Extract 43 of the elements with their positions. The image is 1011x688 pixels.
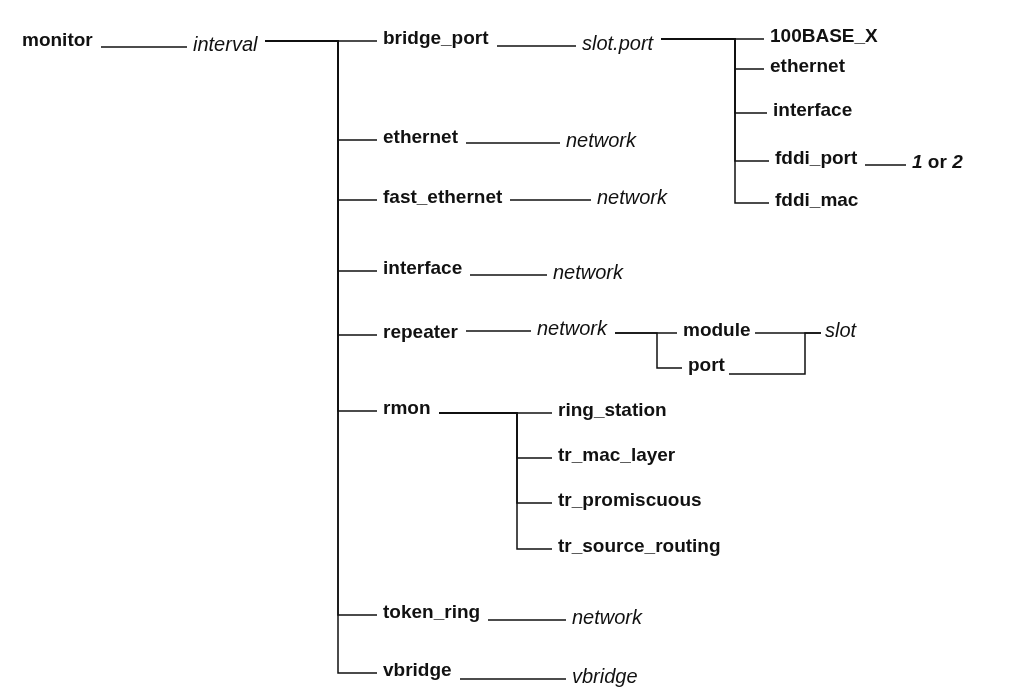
keyword-label: vbridge bbox=[383, 659, 452, 681]
connector-line bbox=[614, 332, 683, 369]
connector-line bbox=[496, 45, 577, 47]
keyword-label: interface bbox=[773, 99, 853, 121]
parameter-label: network bbox=[566, 128, 637, 152]
connector-line bbox=[728, 332, 822, 375]
keyword-label: monitor bbox=[22, 29, 93, 51]
keyword-label: ethernet bbox=[383, 126, 458, 148]
parameter-label: slot bbox=[825, 318, 857, 342]
connector-line bbox=[509, 199, 592, 201]
keyword-label: fddi_mac bbox=[775, 189, 859, 211]
keyword-label: bridge_port bbox=[383, 27, 489, 49]
keyword-label: fast_ethernet bbox=[383, 186, 503, 208]
keyword-label: tr_source_routing bbox=[558, 535, 721, 557]
keyword-label: ethernet bbox=[770, 55, 845, 77]
connector-line bbox=[465, 330, 532, 332]
connector-line bbox=[465, 142, 561, 144]
parameter-label: network bbox=[597, 185, 668, 209]
connector-line bbox=[100, 46, 188, 48]
connector-line bbox=[438, 412, 553, 550]
parameter-label: network bbox=[537, 316, 608, 340]
parameter-label: slot.port bbox=[582, 31, 654, 55]
connector-line bbox=[469, 274, 548, 276]
parameter-label: vbridge bbox=[572, 664, 638, 688]
keyword-label: fddi_port bbox=[775, 147, 858, 169]
keyword-label: token_ring bbox=[383, 601, 481, 623]
parameter-label: network bbox=[572, 605, 643, 629]
keyword-label: interface bbox=[383, 257, 463, 279]
connector-line bbox=[459, 678, 567, 680]
parameter-label: network bbox=[553, 260, 624, 284]
keyword-label: tr_promiscuous bbox=[558, 489, 702, 511]
parameter-label: interval bbox=[193, 32, 258, 56]
keyword-label: tr_mac_layer bbox=[558, 444, 676, 466]
keyword-label: 1 or 2 bbox=[912, 151, 963, 173]
connector-line bbox=[487, 619, 567, 621]
keyword-label: repeater bbox=[383, 321, 458, 343]
connector-line bbox=[660, 38, 770, 204]
keyword-label: port bbox=[688, 354, 725, 376]
keyword-label: rmon bbox=[383, 397, 431, 419]
keyword-label: ring_station bbox=[558, 399, 667, 421]
keyword-label: module bbox=[683, 319, 751, 341]
connector-line bbox=[864, 164, 907, 166]
keyword-label: 100BASE_X bbox=[770, 25, 878, 47]
